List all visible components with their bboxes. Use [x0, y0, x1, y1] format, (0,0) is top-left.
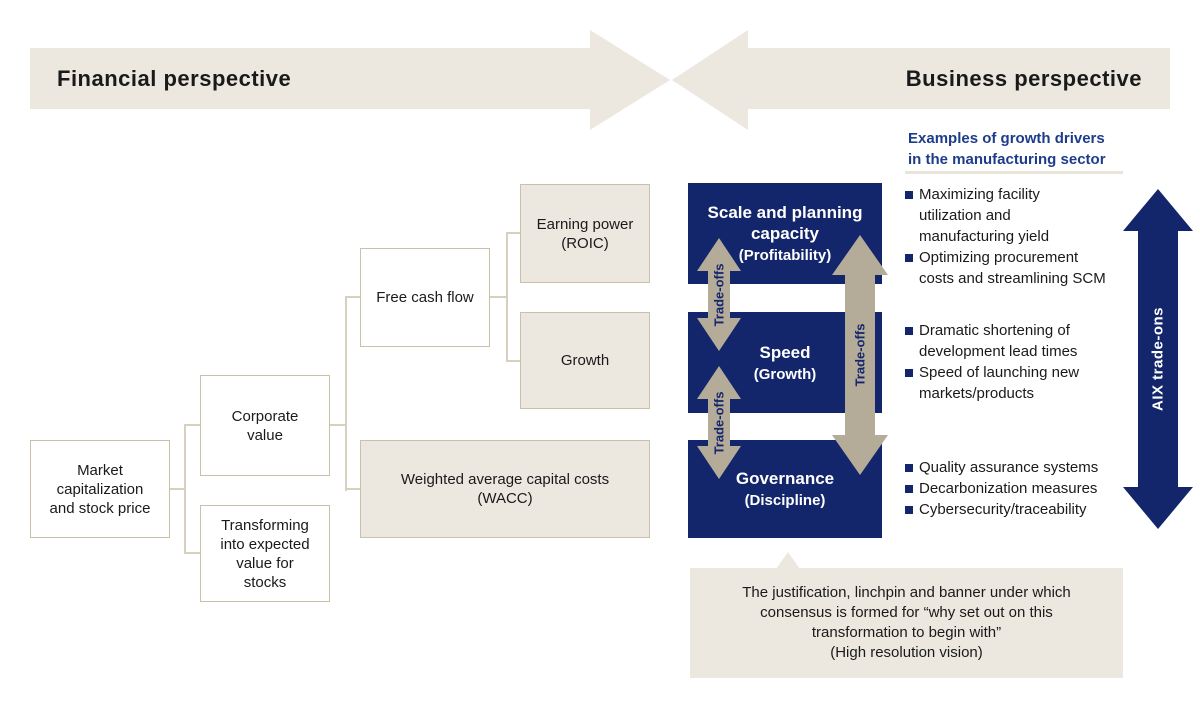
list-item: Maximizing facility utilization and manu…	[905, 184, 1120, 247]
list-item: Optimizing procurement costs and streaml…	[905, 247, 1120, 289]
bullet-text: Optimizing procurement costs and streaml…	[919, 249, 1106, 287]
connector-line	[170, 488, 186, 490]
list-item: Decarbonization measures	[905, 478, 1120, 499]
bullet-text: Maximizing facility utilization and manu…	[919, 186, 1050, 245]
double-arrow-icon	[1123, 189, 1193, 529]
connector-line	[184, 424, 200, 426]
bullet-square-icon	[905, 506, 913, 514]
growth-driver-group-profitability: Maximizing facility utilization and manu…	[905, 184, 1120, 289]
bullet-text: Quality assurance systems	[919, 459, 1099, 476]
pillar-subtitle: (Discipline)	[744, 492, 826, 509]
connector-line	[506, 360, 520, 362]
connector-line	[345, 296, 347, 491]
aix-trade-ons-label: AIX trade-ons	[1149, 306, 1167, 412]
bullet-text: Speed of launching new markets/products	[919, 364, 1080, 402]
pillar-title: Scale and planning capacity	[707, 203, 863, 243]
list-item: Dramatic shortening of development lead …	[905, 320, 1120, 362]
aix-trade-ons-arrow: AIX trade-ons	[1123, 189, 1193, 529]
bullet-text: Cybersecurity/traceability	[919, 501, 1087, 518]
business-perspective-banner: Business perspective	[748, 48, 1170, 109]
connector-line	[184, 552, 200, 554]
connector-line	[184, 424, 186, 554]
financial-perspective-label: Financial perspective	[57, 65, 292, 91]
trade-offs-label: Trade-offs	[711, 263, 727, 326]
wacc-box: Weighted average capital costs (WACC)	[360, 440, 650, 538]
earning-power-box: Earning power (ROIC)	[520, 184, 650, 283]
transforming-box: Transforming into expected value for sto…	[200, 505, 330, 602]
bullet-text: Decarbonization measures	[919, 480, 1098, 497]
connector-line	[345, 296, 360, 298]
trade-offs-label: Trade-offs	[852, 323, 868, 387]
list-item: Quality assurance systems	[905, 457, 1120, 478]
bullet-square-icon	[905, 254, 913, 262]
bullet-square-icon	[905, 327, 913, 335]
bullet-text: Dramatic shortening of development lead …	[919, 322, 1078, 360]
growth-driver-group-discipline: Quality assurance systems Decarbonizatio…	[905, 457, 1120, 520]
list-item: Cybersecurity/traceability	[905, 499, 1120, 520]
heading-divider	[905, 171, 1123, 174]
bullet-square-icon	[905, 464, 913, 472]
connector-line	[506, 232, 520, 234]
double-arrow-icon	[832, 235, 888, 475]
double-arrow-icon	[697, 366, 741, 479]
trade-offs-label: Trade-offs	[711, 391, 727, 454]
bullet-square-icon	[905, 191, 913, 199]
growth-box: Growth	[520, 312, 650, 409]
trade-offs-arrow-large: Trade-offs	[832, 235, 888, 475]
pillar-title: Governance	[735, 469, 835, 488]
growth-driver-group-growth: Dramatic shortening of development lead …	[905, 320, 1120, 404]
bullet-square-icon	[905, 369, 913, 377]
corporate-value-box: Corporate value	[200, 375, 330, 476]
business-perspective-label: Business perspective	[905, 65, 1142, 91]
callout-pointer-icon	[776, 552, 800, 569]
right-arrowhead-icon	[590, 30, 670, 130]
trade-offs-arrow-bottom: Trade-offs	[697, 366, 741, 479]
connector-line	[490, 296, 507, 298]
left-arrowhead-icon	[672, 30, 748, 130]
growth-drivers-heading: Examples of growth drivers in the manufa…	[908, 130, 1106, 168]
pillar-title: Speed	[759, 342, 811, 362]
double-arrow-icon	[697, 238, 741, 351]
pillar-scale-capacity: Scale and planning capacity (Profitabili…	[688, 183, 882, 284]
trade-offs-arrow-top: Trade-offs	[697, 238, 741, 351]
vision-callout-box: The justification, linchpin and banner u…	[690, 568, 1123, 678]
financial-perspective-banner: Financial perspective	[30, 48, 617, 109]
pillar-subtitle: (Growth)	[753, 365, 817, 383]
connector-line	[330, 424, 347, 426]
free-cash-flow-box: Free cash flow	[360, 248, 490, 347]
connector-line	[506, 232, 508, 362]
connector-line	[345, 488, 360, 490]
list-item: Speed of launching new markets/products	[905, 362, 1120, 404]
market-cap-box: Market capitalization and stock price	[30, 440, 170, 538]
bullet-square-icon	[905, 485, 913, 493]
pillar-subtitle: (Profitability)	[738, 247, 832, 264]
